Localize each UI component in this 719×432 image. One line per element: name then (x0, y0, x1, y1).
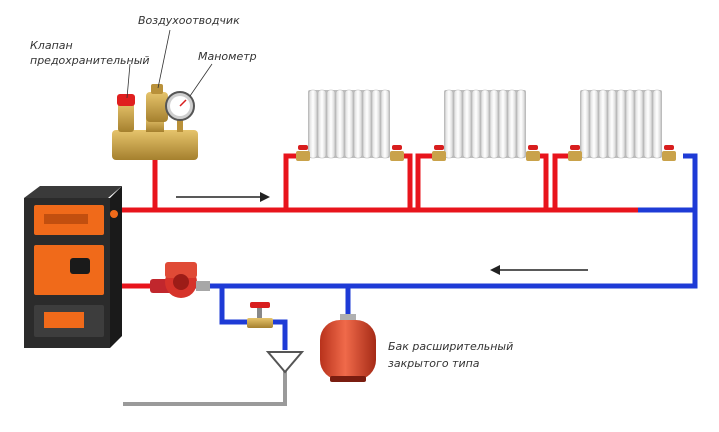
pressure-gauge-leader (189, 63, 213, 97)
radiators (296, 89, 676, 161)
expansion-tank (320, 314, 376, 382)
expansion-tank-label-line2: закрытого типа (388, 357, 480, 370)
drain-funnel (265, 351, 305, 374)
drain-valve (247, 302, 273, 328)
radiator-1 (296, 89, 404, 161)
radiator-1-supply-branch (283, 153, 300, 210)
radiator-2 (432, 89, 540, 161)
drain-pipe-line (123, 368, 287, 406)
supply-flow-arrow (176, 192, 270, 202)
safety-valve-label-line1: Клапан (30, 39, 73, 52)
return-pipe (118, 153, 698, 350)
safety-valve-leader (126, 63, 131, 99)
boiler (24, 186, 122, 348)
radiator-2-supply-branch (415, 153, 434, 210)
air-vent-device (146, 84, 168, 122)
safety-group (112, 84, 198, 160)
drain-pipe (123, 351, 305, 406)
radiator-3-supply-branch (552, 153, 570, 210)
air-vent-leader (157, 29, 171, 89)
expansion-tank-label-line1: Бак расширительный (388, 340, 513, 353)
boiler-firebox-door (34, 245, 104, 295)
safety-valve (117, 94, 135, 132)
radiator-1-return-branch (400, 153, 413, 210)
air-vent-label: Воздухоотводчик (138, 14, 240, 27)
radiator-3 (568, 89, 676, 161)
pressure-gauge (165, 91, 195, 132)
pressure-gauge-label: Манометр (198, 50, 257, 63)
radiator-3-return-riser (683, 153, 698, 212)
return-flow-arrow (490, 265, 588, 275)
safety-valve-label-line2: предохранительный (30, 54, 150, 67)
return-main-line (118, 207, 698, 289)
circulation-pump (150, 262, 210, 298)
brass-manifold (112, 130, 198, 160)
radiator-2-return-branch (538, 153, 549, 210)
